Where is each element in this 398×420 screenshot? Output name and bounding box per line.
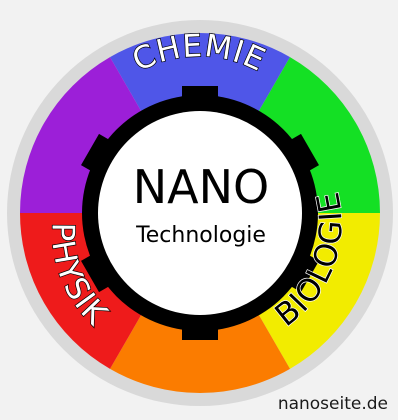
segment-chemie — [110, 33, 290, 118]
segment-purple — [20, 57, 145, 213]
segments-group — [20, 33, 380, 393]
segment-green — [255, 57, 380, 213]
segment-physik — [20, 213, 145, 369]
segment-orange — [110, 308, 290, 393]
center-title: NANO — [133, 160, 270, 214]
center-disc — [98, 111, 302, 315]
segment-biologie — [255, 213, 380, 369]
source-credit: nanoseite.de — [277, 394, 388, 414]
center-subtitle: Technologie — [135, 223, 266, 248]
